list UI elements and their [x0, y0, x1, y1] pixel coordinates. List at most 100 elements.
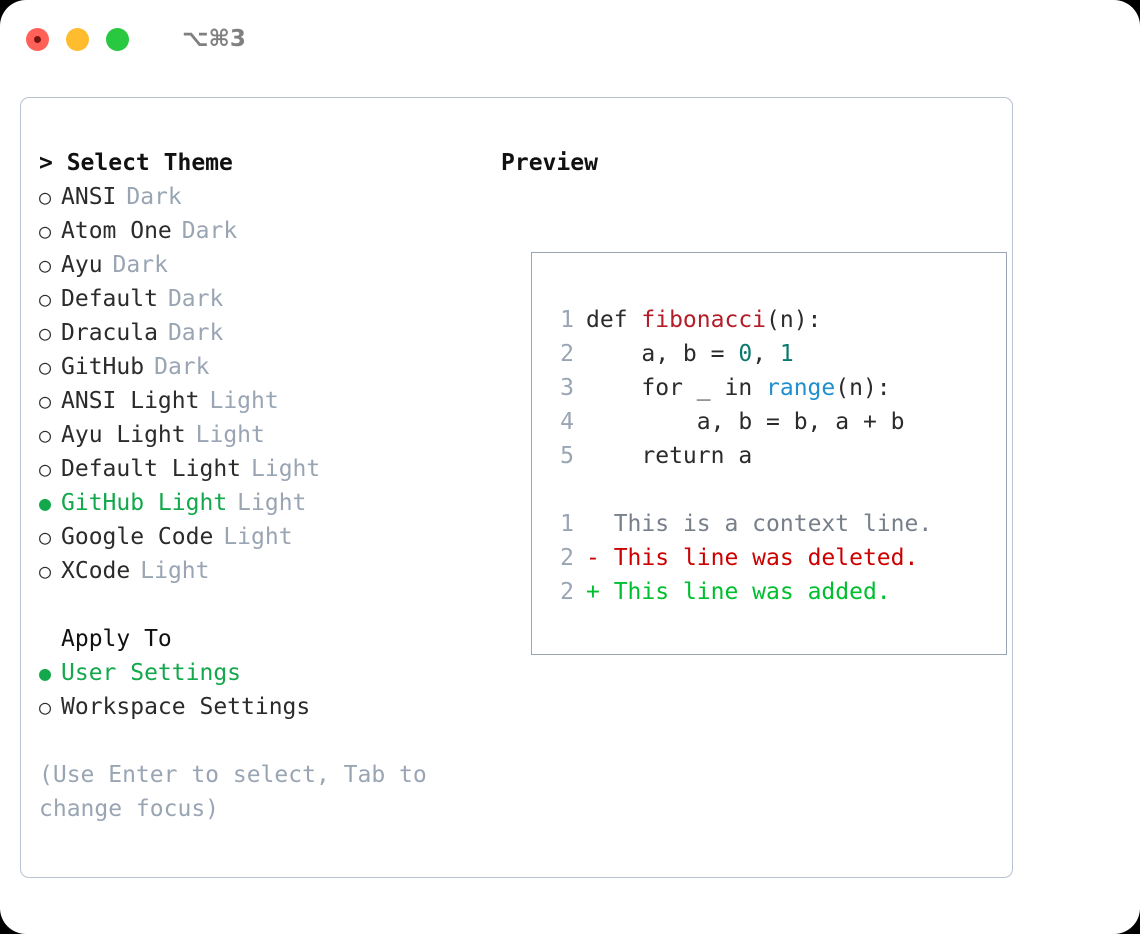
code-token: (n): — [835, 375, 891, 401]
code-token: 0 — [738, 341, 753, 367]
code-line-content: for _ in range(n): — [586, 371, 891, 405]
theme-option-tag: Light — [195, 422, 265, 448]
line-number: 2 — [560, 579, 574, 605]
diff-line-content: This line was deleted. — [599, 545, 919, 571]
radio-unselected-icon: ○ — [39, 355, 52, 379]
theme-option-label: GitHub — [61, 354, 145, 380]
diff-line: 2- This line was deleted. — [544, 541, 1000, 575]
radio-unselected-icon: ○ — [39, 219, 52, 243]
code-line: 5 return a — [544, 439, 1000, 473]
radio-unselected-icon: ○ — [39, 321, 52, 345]
code-line: 1 def fibonacci(n): — [544, 303, 1000, 337]
spacer — [39, 588, 479, 622]
theme-option-label: Ayu Light — [61, 422, 186, 448]
close-button-icon[interactable] — [26, 27, 49, 51]
radio-selected-icon: ● — [39, 661, 52, 685]
theme-option-tag: Light — [209, 388, 279, 414]
code-token: return a — [586, 443, 753, 469]
apply-to-list[interactable]: ● User Settings ○Workspace Settings — [39, 656, 479, 724]
radio-unselected-icon: ○ — [39, 457, 52, 481]
radio-unselected-icon: ○ — [39, 525, 52, 549]
line-number: 2 — [560, 545, 574, 571]
apply-to-option-row[interactable]: ○Workspace Settings — [39, 690, 479, 724]
theme-option-tag: Light — [223, 524, 293, 550]
diff-line-content: This is a context line. — [599, 511, 933, 537]
maximize-button-icon[interactable] — [106, 27, 129, 51]
diff-line-content: This line was added. — [599, 579, 891, 605]
theme-option-label: ANSI — [61, 184, 117, 210]
theme-option-label: Default Light — [61, 456, 242, 482]
line-number: 4 — [560, 409, 574, 435]
radio-selected-icon: ● — [39, 491, 52, 515]
keyboard-hint-text: (Use Enter to select, Tab to change focu… — [39, 762, 441, 822]
line-number: 1 — [560, 511, 574, 537]
title-bar: ⌥⌘3 — [0, 0, 1140, 78]
code-token: a, b = b, a + b — [586, 409, 905, 435]
code-line-content: def fibonacci(n): — [586, 303, 821, 337]
theme-option-tag: Light — [251, 456, 321, 482]
theme-option-tag: Dark — [167, 320, 224, 346]
code-line: 3 for _ in range(n): — [544, 371, 1000, 405]
line-number: 2 — [560, 341, 574, 367]
theme-option-row[interactable]: ○ Dracula Dark — [39, 316, 479, 350]
code-token: for _ in — [586, 375, 767, 401]
theme-option-row[interactable]: ○ Google Code Light — [39, 520, 479, 554]
code-token: range — [766, 375, 836, 401]
diff-line: 1 This is a context line. — [544, 507, 1000, 541]
minimize-button-icon[interactable] — [66, 27, 89, 51]
code-line: 2 a, b = 0, 1 — [544, 337, 1000, 371]
apply-to-option-row[interactable]: ● User Settings — [39, 656, 479, 690]
theme-option-row[interactable]: ● GitHub Light Light — [39, 486, 479, 520]
theme-option-row[interactable]: ○ Atom One Dark — [39, 214, 479, 248]
theme-option-tag: Dark — [126, 184, 182, 210]
preview-heading: Preview — [501, 150, 598, 176]
theme-option-row[interactable]: ○ GitHub Dark — [39, 350, 479, 384]
theme-option-tag: Light — [237, 490, 307, 516]
code-token: (n): — [766, 307, 822, 333]
select-theme-heading: > Select Theme — [39, 150, 233, 176]
code-token: a, b = — [586, 341, 739, 367]
theme-option-tag: Dark — [181, 218, 238, 244]
diff-marker: - — [586, 545, 600, 571]
code-line-content: a, b = 0, 1 — [586, 337, 794, 371]
diff-marker — [586, 507, 600, 541]
spacer — [544, 473, 1000, 507]
theme-option-label: Default — [61, 286, 158, 312]
theme-option-tag: Dark — [154, 354, 210, 380]
radio-unselected-icon: ○ — [39, 287, 52, 311]
code-token: def — [586, 307, 642, 333]
theme-option-label: Dracula — [61, 320, 158, 346]
theme-option-tag: Dark — [112, 252, 168, 278]
line-number: 1 — [560, 307, 574, 333]
radio-unselected-icon: ○ — [39, 695, 52, 719]
theme-option-label: Atom One — [61, 218, 172, 244]
code-token: , — [752, 341, 780, 367]
theme-option-label: Google Code — [61, 524, 214, 550]
code-token: 1 — [779, 341, 794, 367]
theme-option-row[interactable]: ○ Default Light Light — [39, 452, 479, 486]
code-line-content: return a — [586, 439, 752, 473]
radio-unselected-icon: ○ — [39, 253, 52, 277]
code-token: fibonacci — [641, 307, 767, 333]
radio-unselected-icon: ○ — [39, 389, 52, 413]
code-line-content: a, b = b, a + b — [586, 405, 905, 439]
line-number: 3 — [560, 375, 574, 401]
apply-to-option-label: User Settings — [61, 660, 242, 686]
diff-marker: + — [586, 579, 600, 605]
code-line: 4 a, b = b, a + b — [544, 405, 1000, 439]
window-controls — [26, 27, 129, 51]
keyboard-shortcut-label: ⌥⌘3 — [182, 26, 246, 52]
diff-sample: 1 This is a context line.2- This line wa… — [544, 507, 1000, 609]
theme-option-label: GitHub Light — [61, 490, 228, 516]
